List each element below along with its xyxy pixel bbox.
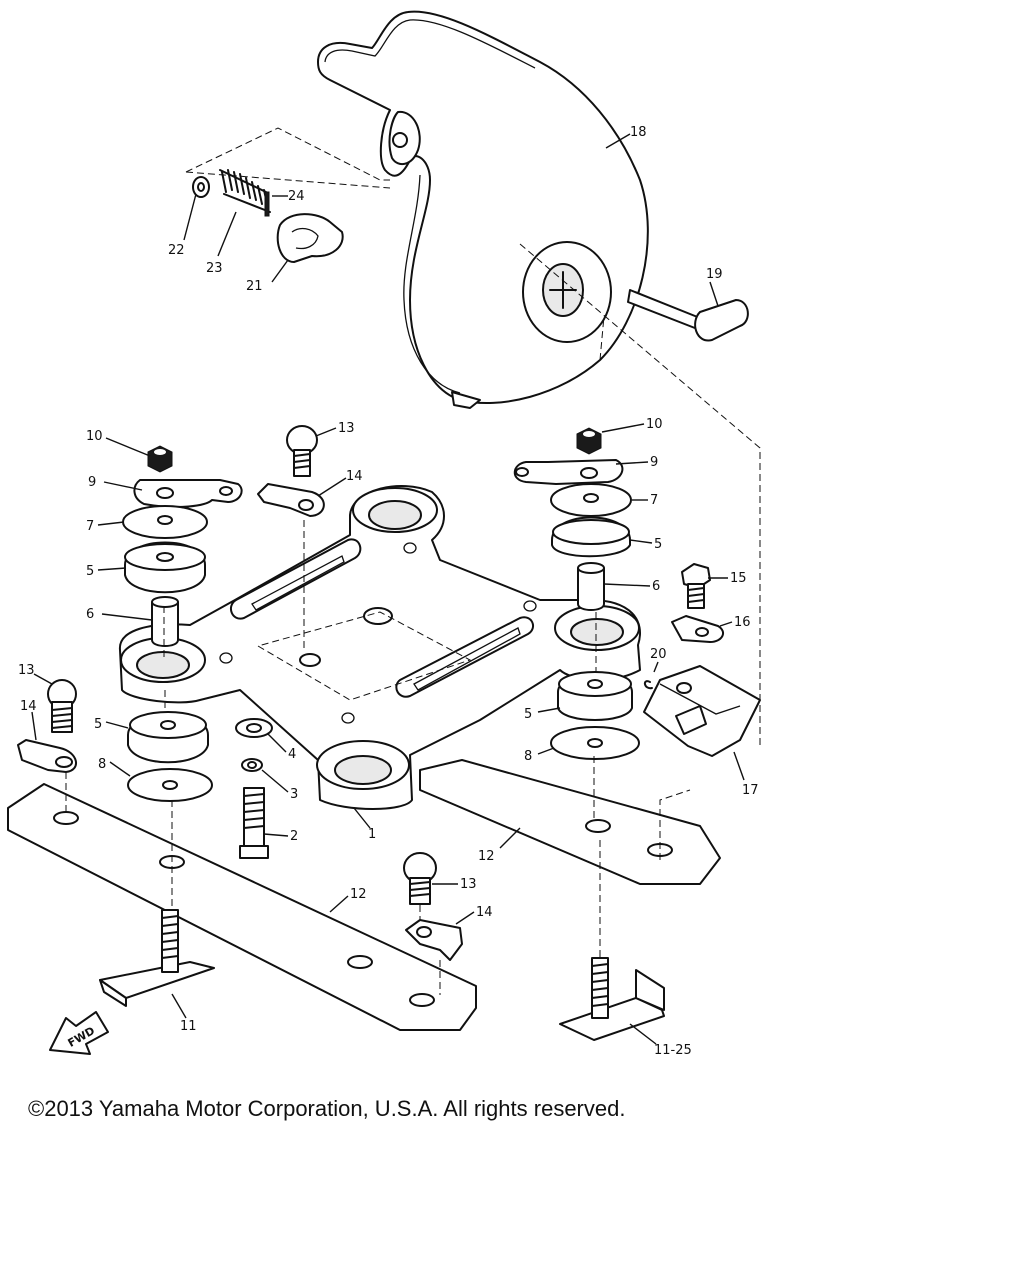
- exploded-parts-diagram: FWD 18 19 24 22 23 21: [7, 10, 761, 1058]
- center-bolt: [235, 718, 273, 859]
- label-13-left: 13: [18, 663, 35, 678]
- label-14-center: 14: [476, 905, 493, 920]
- label-8-left: 8: [98, 757, 106, 772]
- label-5-right-upper: 5: [654, 537, 662, 552]
- label-1: 1: [368, 827, 376, 842]
- label-10-left: 10: [86, 429, 103, 444]
- label-8-right: 8: [524, 749, 532, 764]
- label-19: 19: [706, 267, 723, 282]
- label-5-left-upper: 5: [86, 564, 94, 579]
- right-lower-mount: [550, 671, 640, 760]
- label-23: 23: [206, 261, 223, 276]
- label-12-left: 12: [350, 887, 367, 902]
- right-rail: [419, 759, 721, 885]
- upper-center-fasteners: [257, 425, 325, 517]
- label-14-top: 14: [346, 469, 363, 484]
- stud-plate-left: [99, 909, 215, 1007]
- label-4: 4: [288, 747, 296, 762]
- label-10-right: 10: [646, 417, 663, 432]
- label-5-right-lower: 5: [524, 707, 532, 722]
- label-18: 18: [630, 125, 647, 140]
- label-16: 16: [734, 615, 751, 630]
- right-upper-mount: [513, 427, 632, 611]
- left-rail: [7, 783, 477, 1031]
- spring: [219, 169, 271, 213]
- forward-arrow: FWD: [49, 1011, 109, 1055]
- side-bracket-assembly: [643, 563, 761, 757]
- label-6-right: 6: [652, 579, 660, 594]
- alignment-lines: [65, 127, 761, 995]
- label-17: 17: [742, 783, 759, 798]
- label-6-left: 6: [86, 607, 94, 622]
- label-3: 3: [290, 787, 298, 802]
- stud-plate-right: [559, 957, 665, 1041]
- label-9-right: 9: [650, 455, 658, 470]
- label-13-top: 13: [338, 421, 355, 436]
- label-11-25: 11-25: [654, 1043, 692, 1058]
- label-21: 21: [246, 279, 263, 294]
- label-7-left: 7: [86, 519, 94, 534]
- label-5-left-lower: 5: [94, 717, 102, 732]
- label-13-center: 13: [460, 877, 477, 892]
- label-11-left: 11: [180, 1019, 197, 1034]
- knob-assembly: [192, 169, 344, 263]
- left-upper-mount: [122, 445, 243, 647]
- label-9-left: 9: [88, 475, 96, 490]
- label-24: 24: [288, 189, 305, 204]
- fan-shroud: [317, 10, 649, 409]
- label-7-right: 7: [650, 493, 658, 508]
- label-14-left: 14: [20, 699, 37, 714]
- label-15: 15: [730, 571, 747, 586]
- label-22: 22: [168, 243, 185, 258]
- label-12-right: 12: [478, 849, 495, 864]
- pin: [627, 289, 749, 342]
- main-bracket: [118, 485, 641, 810]
- callouts: 18 19 24 22 23 21 10 9 7 5 6 13: [18, 125, 759, 1058]
- copyright-notice: ©2013 Yamaha Motor Corporation, U.S.A. A…: [28, 1096, 626, 1121]
- label-20: 20: [650, 647, 667, 662]
- center-lower-fasteners: [403, 852, 463, 961]
- left-lower-mount: [17, 679, 213, 802]
- label-2: 2: [290, 829, 298, 844]
